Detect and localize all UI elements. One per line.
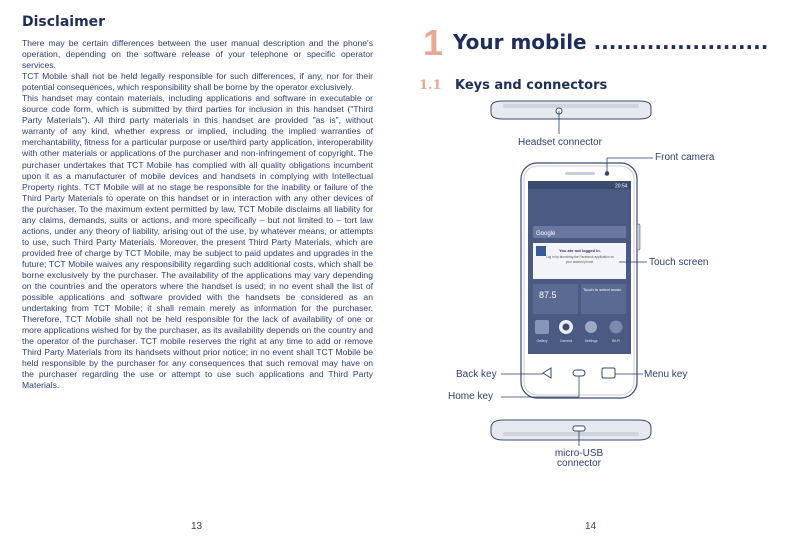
phone-diagram: 20:54 Google You are not logged in. Log …	[490, 100, 653, 446]
label-home-key: Home key	[448, 391, 494, 402]
left-page: Disclaimer There may be certain differen…	[22, 14, 373, 532]
radio-frequency: 87.5	[539, 290, 557, 300]
disclaimer-title: Disclaimer	[22, 14, 106, 30]
disclaimer-paragraph: There may be certain differences between…	[22, 38, 373, 71]
home-key-icon[interactable]	[572, 369, 586, 377]
label-touch-screen: Touch screen	[649, 257, 709, 268]
label-back-key: Back key	[456, 369, 497, 380]
google-search-text[interactable]: Google	[536, 231, 556, 237]
label-micro-usb: micro-USB	[554, 448, 604, 459]
app-label-camera[interactable]: Camera	[560, 339, 573, 343]
fb-title: You are not logged in.	[559, 248, 601, 253]
back-key-icon[interactable]	[542, 367, 552, 379]
phone-top-view	[490, 100, 652, 120]
section-number: 1.1	[419, 78, 442, 93]
disclaimer-body: There may be certain differences between…	[22, 38, 373, 392]
menu-key-icon[interactable]	[601, 367, 616, 379]
right-page: 1 Your mobile ....................... 1.…	[393, 0, 786, 559]
fb-line-2: your android phone.	[566, 260, 594, 264]
fb-line-1: Log in by launching the Facebook applica…	[546, 255, 614, 259]
app-label-wifi[interactable]: Wi-Fi	[612, 339, 620, 343]
phone-front	[520, 162, 641, 399]
page-number-right: 14	[585, 521, 597, 532]
status-time: 20:54	[615, 184, 628, 190]
chapter-number: 1	[423, 22, 444, 63]
phone-bottom-view	[490, 419, 652, 441]
label-front-camera: Front camera	[655, 152, 715, 163]
chapter-title: Your mobile .......................	[453, 30, 769, 54]
usb-port-icon	[572, 425, 586, 432]
app-label-settings[interactable]: Settings	[585, 339, 598, 343]
music-widget-text[interactable]: Touch to select music	[583, 287, 621, 292]
label-menu-key: Menu key	[644, 369, 688, 380]
label-connector: connector	[557, 458, 601, 469]
disclaimer-paragraph: TCT Mobile shall not be held legally res…	[22, 71, 373, 93]
section-title: Keys and connectors	[455, 78, 608, 93]
disclaimer-paragraph: This handset may contain materials, incl…	[22, 93, 373, 391]
page-number-left: 13	[191, 521, 203, 532]
label-headset-connector: Headset connector	[518, 137, 602, 148]
app-label-gallery[interactable]: Gallery	[536, 339, 547, 343]
